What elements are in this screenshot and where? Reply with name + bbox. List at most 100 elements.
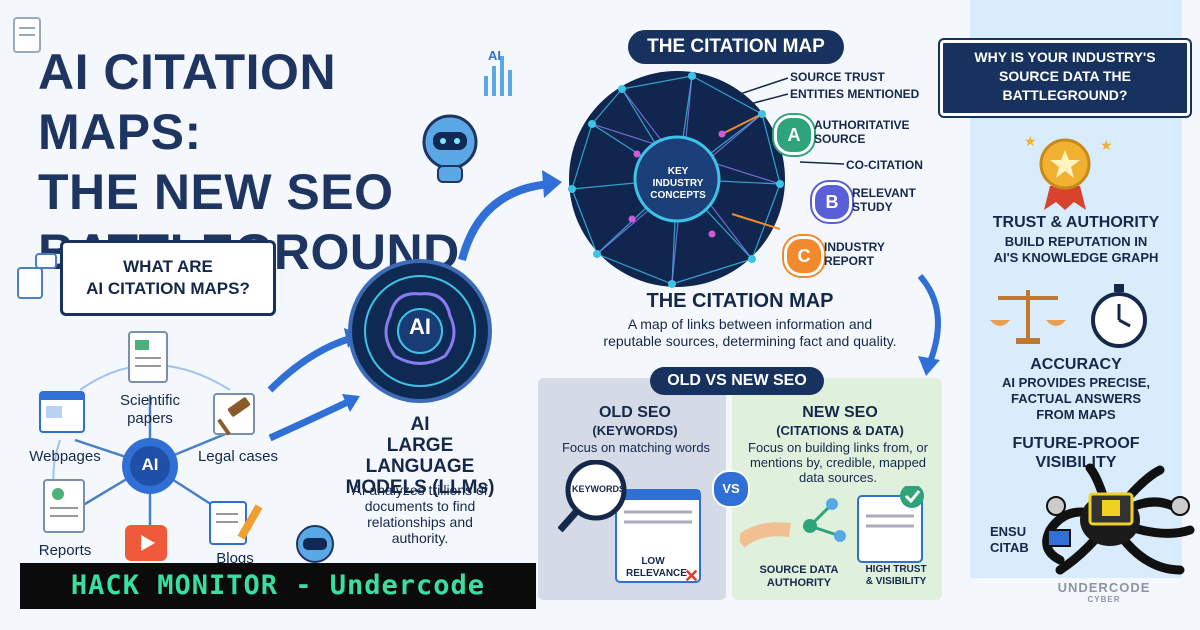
source-legal: Legal cases (197, 448, 279, 465)
future-desc-line-1: ENSU (990, 524, 1027, 539)
node-a-label-line-2: SOURCE (814, 132, 866, 146)
high-trust-line-1: HIGH TRUST (865, 564, 927, 575)
what-are-banner: WHAT ARE AI CITATION MAPS? (77, 253, 259, 303)
source-authority-label: SOURCE DATA AUTHORITY (754, 564, 844, 590)
old-seo-title-line-1: OLD SEO (598, 404, 671, 421)
new-seo-desc-line-3: data sources. (798, 470, 878, 485)
source-authority-line-1: SOURCE DATA (759, 564, 839, 576)
robot-icon (422, 114, 478, 183)
old-seo-title-line-2: (KEYWORDS) (592, 423, 678, 438)
callout-leader-lines (740, 77, 845, 165)
node-c-label-line-2: REPORT (824, 254, 875, 268)
low-relevance-label: LOW RELEVANCE (626, 556, 687, 580)
node-b-label-line-2: STUDY (852, 200, 893, 214)
node-b-label-line-1: RELEVANT (852, 186, 916, 200)
vs-badge: VS (712, 470, 750, 508)
llm-desc-line-1: AI analyzes trillions of (352, 482, 488, 498)
callout-co-citation: CO-CITATION (846, 158, 923, 172)
old-seo-title: OLD SEO (KEYWORDS) (560, 404, 710, 440)
node-c-label: INDUSTRY REPORT (824, 240, 885, 268)
node-c-badge: C (784, 236, 824, 276)
low-relevance-line-2: RELEVANCE (626, 568, 687, 579)
undercode-logo-text: UNDERCODE CYBER (1044, 580, 1164, 606)
webpage-icon (39, 391, 85, 433)
llm-desc-line-4: authority. (391, 530, 449, 546)
node-a-label-line-1: AUTHORITATIVE (814, 118, 910, 132)
old-vs-new-banner: OLD VS NEW SEO (650, 367, 824, 395)
llm-title: AI LARGE LANGUAGE MODELS (LLMs) (335, 414, 505, 498)
source-blogs: Blogs (216, 550, 254, 567)
low-relevance-line-1: LOW (641, 556, 665, 567)
medal-star-icon: ★★ (1024, 133, 1113, 210)
old-seo-desc: Focus on matching words (561, 440, 711, 455)
high-trust-line-2: & VISIBILITY (865, 576, 927, 587)
accuracy-desc-line-2: FACTUAL ANSWERS (1011, 391, 1141, 406)
hub-label: AI (141, 455, 159, 474)
octopus-hacker-logo (1042, 463, 1195, 575)
llm-chip-label: AI (409, 314, 431, 339)
source-scientific-line-2: papers (127, 410, 173, 427)
future-title: FUTURE-PROOF VISIBILITY (980, 434, 1172, 472)
new-seo-title-line-1: NEW SEO (802, 404, 878, 421)
why-banner-line-1: WHY IS YOUR INDUSTRY'S (974, 49, 1156, 65)
callout-source-trust: SOURCE TRUST (790, 70, 885, 84)
source-scientific: Scientific papers (100, 392, 200, 428)
why-banner: WHY IS YOUR INDUSTRY'S SOURCE DATA THE B… (940, 40, 1190, 116)
future-title-line-2: VISIBILITY (1035, 454, 1117, 471)
key-concepts-line-1: KEY (667, 166, 689, 177)
citation-map-heading: THE CITATION MAP (646, 290, 834, 312)
chat-doc-icon (17, 253, 57, 299)
svg-text:AI: AI (488, 48, 501, 63)
accuracy-desc-line-1: AI PROVIDES PRECISE, (1001, 375, 1151, 390)
why-banner-line-2: SOURCE DATA THE (999, 68, 1131, 84)
future-title-line-1: FUTURE-PROOF (1012, 435, 1140, 452)
trust-title: TRUST & AUTHORITY (992, 214, 1160, 231)
x-mark-icon: ✕ (684, 566, 700, 586)
trust-desc-line-2: AI'S KNOWLEDGE GRAPH (993, 250, 1159, 265)
svg-text:★: ★ (1100, 137, 1113, 153)
hack-monitor-watermark: HACK MONITOR - Undercode (20, 563, 536, 609)
what-are-panel: WHAT ARE AI CITATION MAPS? (60, 240, 276, 316)
llm-brain-circle (348, 259, 492, 403)
accuracy-title: ACCURACY (1030, 356, 1122, 373)
signal-bars-icon: AI (484, 48, 512, 96)
citation-map-desc-line-1: A map of links between information and (627, 316, 873, 332)
what-are-line-1: WHAT ARE (123, 257, 213, 276)
key-concepts-line-2: INDUSTRY (652, 178, 704, 189)
flow-arrow-to-map (458, 170, 562, 262)
main-title-line-2: THE NEW SEO (38, 164, 394, 220)
undercode-logo-line-2: CYBER (1087, 595, 1121, 604)
new-seo-desc: Focus on building links from, or mention… (738, 440, 938, 485)
llm-desc-line-2: documents to find (364, 498, 476, 514)
blog-pencil-icon (209, 501, 263, 545)
undercode-logo-line-1: UNDERCODE (1057, 580, 1151, 595)
source-scientific-line-1: Scientific (119, 392, 181, 409)
magnifier-keywords-icon (558, 460, 701, 583)
new-seo-desc-line-2: mentions by, credible, mapped (749, 455, 927, 470)
citation-map-description: A map of links between information and r… (580, 316, 920, 350)
llm-title-line-2: LARGE LANGUAGE (365, 435, 475, 477)
source-reports: Reports (38, 542, 92, 559)
node-c-label-line-1: INDUSTRY (824, 240, 885, 254)
new-seo-title: NEW SEO (CITATIONS & DATA) (750, 404, 930, 440)
document-icon (13, 17, 41, 53)
svg-text:★: ★ (1024, 133, 1037, 149)
node-b-label: RELEVANT STUDY (852, 186, 916, 214)
stopwatch-icon (1091, 284, 1147, 348)
callout-entities: ENTITIES MENTIONED (790, 87, 920, 101)
accuracy-desc: AI PROVIDES PRECISE, FACTUAL ANSWERS FRO… (980, 375, 1172, 423)
why-banner-line-3: BATTLEGROUND? (1002, 87, 1128, 103)
trust-desc-line-1: BUILD REPUTATION IN (1004, 234, 1148, 249)
source-webpages: Webpages (29, 448, 101, 465)
citation-map-banner: THE CITATION MAP (628, 30, 844, 64)
scales-icon (990, 290, 1066, 344)
future-desc: ENSU CITAB (990, 524, 1050, 556)
future-desc-line-2: CITAB (990, 540, 1029, 555)
high-trust-label: HIGH TRUST & VISIBILITY (856, 564, 936, 588)
video-play-icon (125, 525, 167, 561)
flow-arrow-to-comparison (917, 274, 941, 376)
citation-map-desc-line-2: reputable sources, determining fact and … (603, 333, 897, 349)
llm-title-line-1: AI (410, 414, 430, 435)
citation-network-graph (568, 71, 785, 288)
key-concepts-label: KEY INDUSTRY CONCEPTS (650, 166, 706, 202)
